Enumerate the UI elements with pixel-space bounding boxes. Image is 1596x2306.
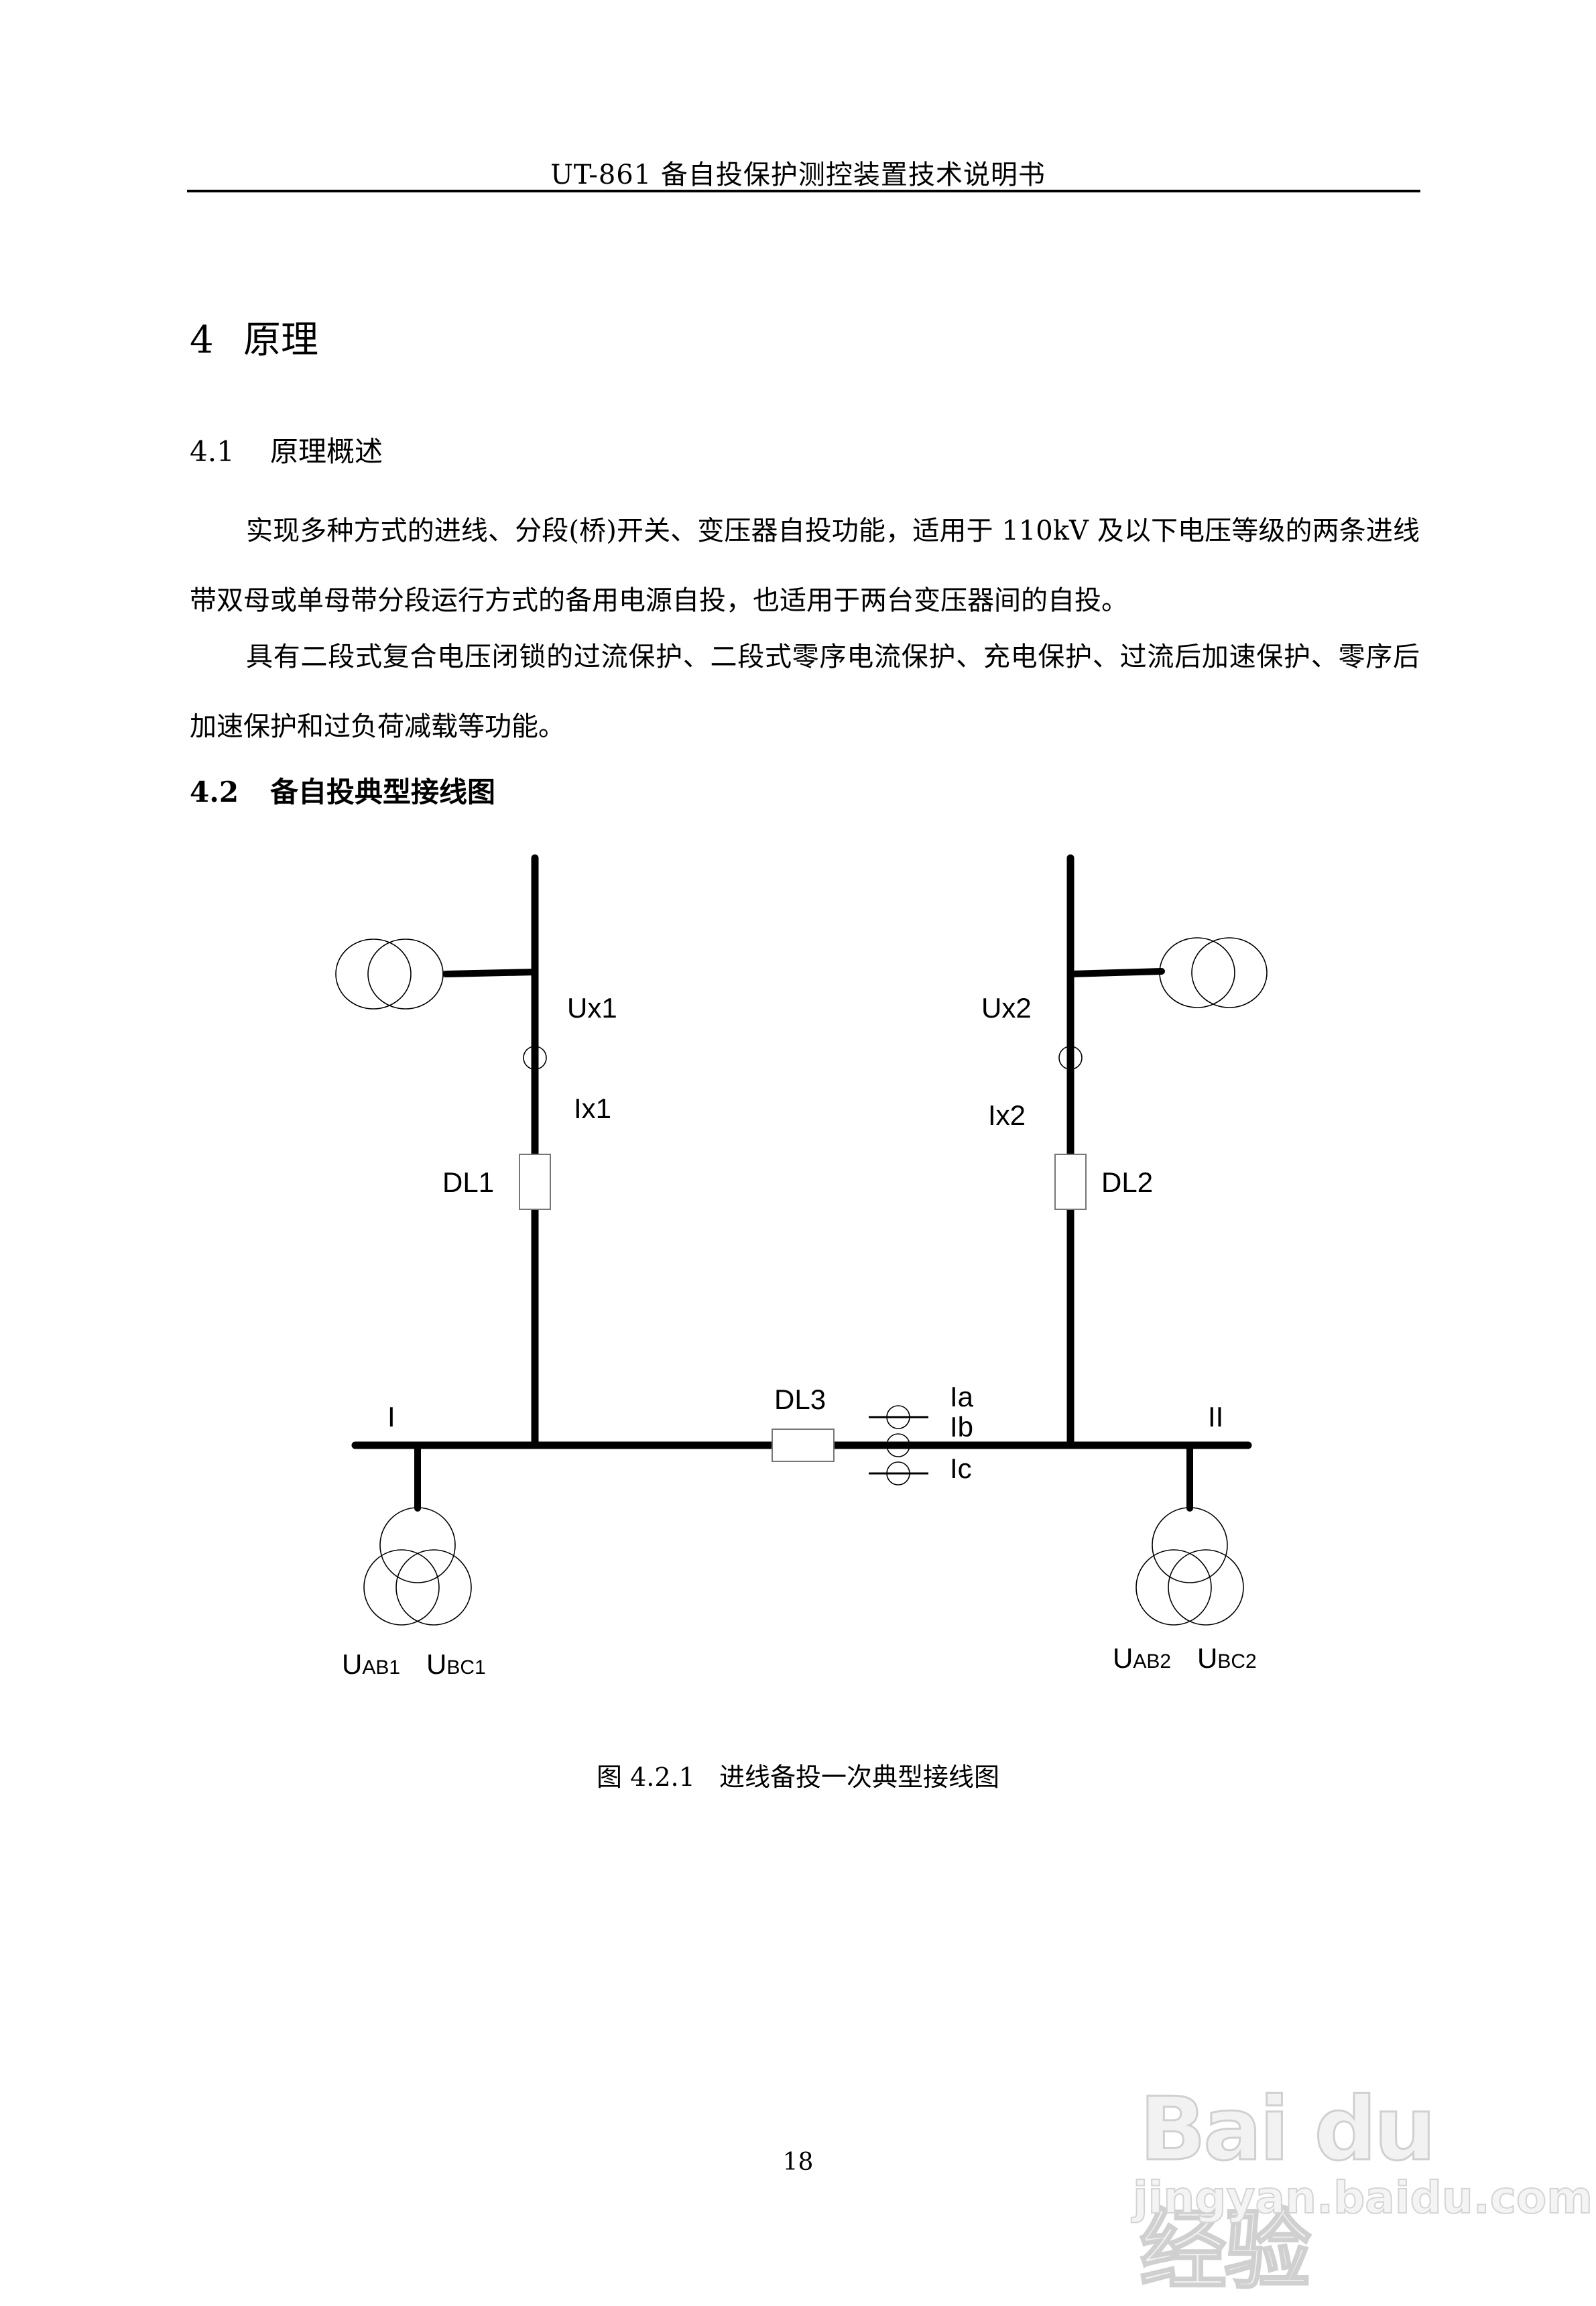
header-divider xyxy=(187,190,1420,192)
page-number: 18 xyxy=(782,2148,814,2176)
transformer-icon xyxy=(1135,1549,1212,1626)
label-ic: Ic xyxy=(950,1453,972,1484)
paragraph-overview-2: 具有二段式复合电压闭锁的过流保护、二段式零序电流保护、充电保护、过流后加速保护、… xyxy=(190,642,1420,742)
label-dl2: DL2 xyxy=(1101,1166,1153,1198)
pt1-stub xyxy=(442,969,538,977)
label-ia: Ia xyxy=(950,1381,974,1412)
paragraph-overview-1: 实现多种方式的进线、分段(桥)开关、变压器自投功能，适用于 110kV 及以下电… xyxy=(190,515,1420,616)
label-ux1: Ux1 xyxy=(567,992,617,1024)
transformer-icon xyxy=(395,1549,472,1626)
label-uab2: UAB2 xyxy=(1113,1642,1171,1674)
current-transformer-icon xyxy=(886,1433,910,1457)
breaker-dl2-icon xyxy=(1054,1154,1087,1210)
label-ux2: Ux2 xyxy=(981,992,1032,1024)
label-bus-1: I xyxy=(387,1401,395,1433)
chapter-title: 原理 xyxy=(243,318,318,362)
current-transformer-icon xyxy=(523,1046,547,1070)
transformer-icon xyxy=(335,938,412,1010)
label-dl1: DL1 xyxy=(442,1166,494,1198)
baidu-watermark: Bai du 经验 jingyan.baidu.com xyxy=(1126,2038,1593,2303)
section-number: 4.1 xyxy=(190,435,235,468)
label-ix2: Ix2 xyxy=(988,1099,1026,1131)
transformer-icon xyxy=(1168,1549,1244,1626)
wiring-diagram: Ux1 Ix1 DL1 Ux2 Ix2 DL2 DL3 Ia Ib Ic I I… xyxy=(335,854,1268,1680)
transformer-icon xyxy=(1152,1507,1228,1583)
breaker-dl1-icon xyxy=(519,1154,551,1210)
figure-caption: 图 4.2.1 进线备投一次典型接线图 xyxy=(596,1762,999,1792)
label-bus-2: II xyxy=(1208,1401,1223,1433)
chapter-heading: 4 原理 xyxy=(190,310,318,364)
transformer-icon xyxy=(1191,937,1268,1008)
section-title: 原理概述 xyxy=(270,435,383,468)
transformer-icon xyxy=(363,1549,440,1626)
label-dl3: DL3 xyxy=(774,1384,826,1415)
document-header-title: UT-861 备自投保护测控装置技术说明书 xyxy=(550,160,1046,190)
section-heading-4-2: 4.2 备自投典型接线图 xyxy=(190,770,495,810)
transformer-icon xyxy=(367,938,444,1010)
label-ubc1: UBC1 xyxy=(426,1648,486,1680)
chapter-number: 4 xyxy=(190,318,214,362)
section-number: 4.2 xyxy=(190,776,239,808)
pt2-stub xyxy=(1067,968,1165,977)
section-title: 备自投典型接线图 xyxy=(270,776,496,808)
watermark-url: jingyan.baidu.com xyxy=(1132,2171,1593,2224)
transformer-icon xyxy=(379,1507,456,1583)
label-uab1: UAB1 xyxy=(342,1648,400,1680)
label-ubc2: UBC2 xyxy=(1197,1642,1257,1674)
label-ib: Ib xyxy=(950,1411,973,1443)
current-transformer-icon xyxy=(1058,1046,1083,1070)
transformer-icon xyxy=(1159,937,1235,1008)
section-heading-4-1: 4.1 原理概述 xyxy=(190,429,383,470)
label-ix1: Ix1 xyxy=(574,1093,611,1124)
breaker-dl3-icon xyxy=(772,1429,835,1462)
